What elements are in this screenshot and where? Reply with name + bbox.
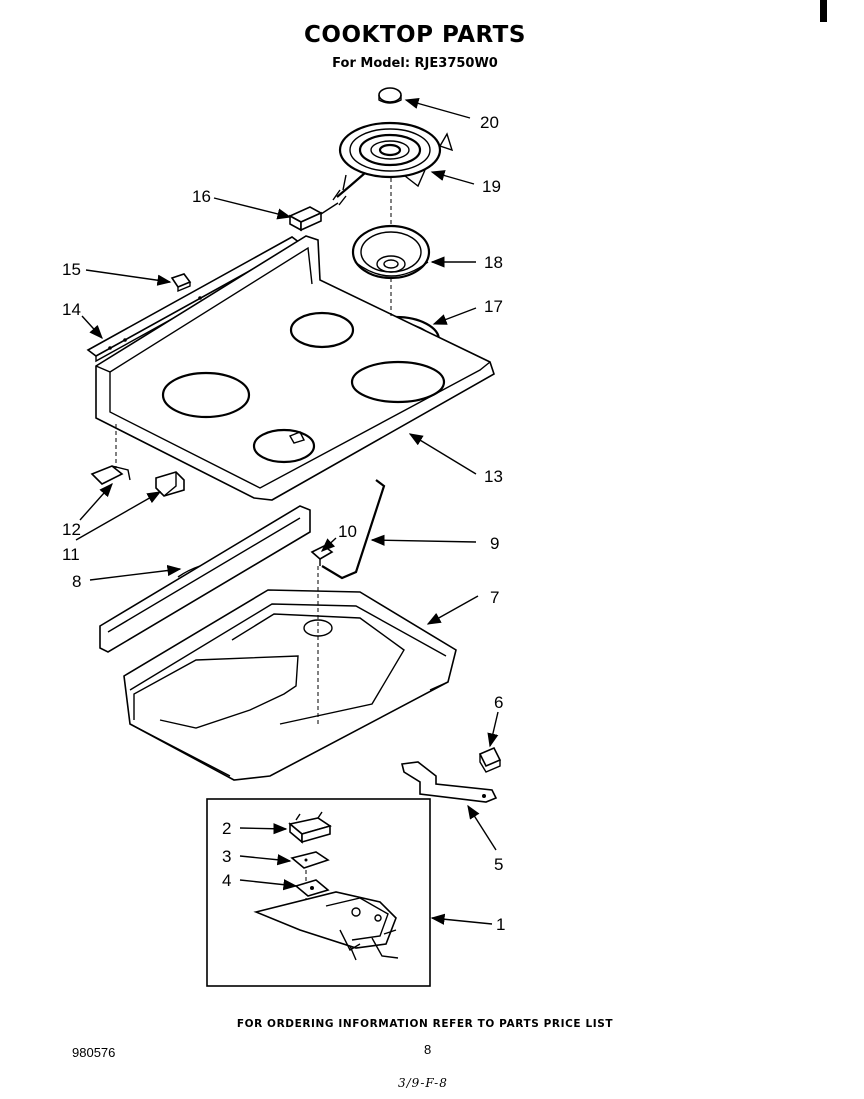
callout-15: 15: [62, 260, 81, 279]
part-9-rod: [321, 479, 386, 580]
callout-8: 8: [72, 572, 81, 591]
detail-inset-box: [206, 798, 431, 987]
callout-9: 9: [490, 534, 499, 553]
part-1-infinite-switch-assembly: [253, 891, 399, 961]
callout-leaders: [75, 98, 499, 925]
page-number: 8: [424, 1042, 432, 1057]
callout-7: 7: [490, 588, 499, 607]
part-11-bracket: [155, 471, 185, 497]
callout-16: 16: [192, 187, 211, 206]
scan-edge-mark: [820, 0, 827, 22]
part-20-cap: [378, 87, 402, 104]
callout-20: 20: [480, 113, 499, 132]
callout-5: 5: [494, 855, 503, 874]
callout-4: 4: [222, 871, 231, 890]
part-12-hinge-bracket: [90, 465, 131, 485]
part-6-nut: [478, 746, 502, 773]
handwritten-note: 3/9-F-8: [398, 1076, 448, 1090]
part-4-spacer: [294, 879, 330, 897]
callout-19: 19: [482, 177, 501, 196]
document-number: 980576: [72, 1045, 116, 1060]
part-8-rear-panel: [99, 505, 311, 653]
callout-1: 1: [496, 915, 505, 934]
part-2-switch: [288, 811, 332, 844]
part-16-terminal-block: [288, 202, 339, 232]
part-18-drip-bowl: [351, 224, 431, 280]
model-subtitle: For Model: RJE3750W0: [332, 56, 498, 71]
callout-18: 18: [484, 253, 503, 272]
part-10-clip: [310, 545, 334, 566]
callout-17: 17: [484, 297, 503, 316]
part-5-mounting-bracket: [401, 761, 498, 803]
part-19-surface-element: [332, 121, 454, 206]
callout-3: 3: [222, 847, 231, 866]
callout-11: 11: [62, 545, 80, 564]
callout-2: 2: [222, 819, 231, 838]
callout-14: 14: [62, 300, 81, 319]
ordering-info-note: FOR ORDERING INFORMATION REFER TO PARTS …: [236, 1018, 614, 1030]
part-7-burner-box: [123, 589, 457, 781]
part-15-clip: [170, 273, 192, 293]
part-3-plate: [290, 851, 330, 869]
callout-13: 13: [484, 467, 503, 486]
callout-6: 6: [494, 693, 503, 712]
page-title: COOKTOP PARTS: [304, 22, 526, 48]
callout-12: 12: [62, 520, 81, 539]
part-13-cooktop: [95, 235, 495, 501]
callout-10: 10: [338, 522, 357, 541]
